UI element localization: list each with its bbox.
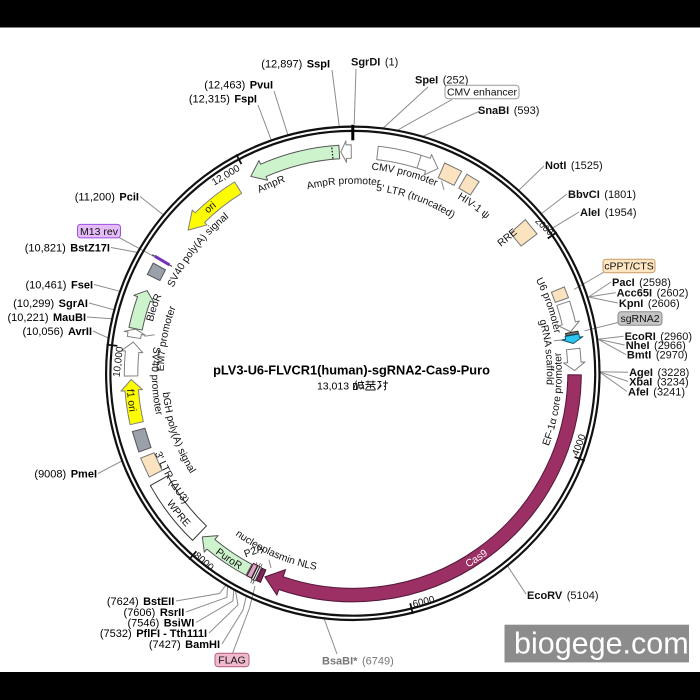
svg-text:(10,821)BstZ17I: (10,821)BstZ17I — [25, 242, 110, 254]
svg-text:Acc65I(2602): Acc65I(2602) — [617, 288, 689, 300]
svg-text:(10,461)FseI: (10,461)FseI — [26, 279, 94, 291]
svg-text:(7427)BamHI: (7427)BamHI — [149, 639, 220, 651]
svg-text:(11,200)PciI: (11,200)PciI — [75, 191, 139, 203]
svg-text:6000: 6000 — [412, 594, 437, 610]
svg-text:pLV3-U6-FLVCR1(human)-sgRNA2-C: pLV3-U6-FLVCR1(human)-sgRNA2-Cas9-Puro — [213, 363, 490, 378]
svg-text:XbaI(3234): XbaI(3234) — [629, 376, 689, 388]
svg-text:(7624)BstEII: (7624)BstEII — [107, 596, 174, 608]
svg-text:(12,897)SspI: (12,897)SspI — [261, 58, 330, 70]
svg-text:(7532)PflFI - Tth111I: (7532)PflFI - Tth111I — [100, 628, 207, 640]
svg-text:(7546)BsiWI: (7546)BsiWI — [127, 617, 194, 629]
svg-text:(10,221)MauBI: (10,221)MauBI — [8, 312, 86, 324]
svg-text:biogege.com: biogege.com — [514, 627, 689, 661]
svg-text:AfeI(3241): AfeI(3241) — [628, 386, 685, 398]
svg-text:(10,056)AvrII: (10,056)AvrII — [22, 326, 92, 338]
svg-text:10,000: 10,000 — [112, 346, 127, 378]
svg-text:(12,463)PvuI: (12,463)PvuI — [204, 79, 273, 91]
svg-text:EcoRI(2960): EcoRI(2960) — [625, 331, 692, 343]
svg-text:NotI(1525): NotI(1525) — [545, 160, 603, 172]
svg-text:SgrDI(1): SgrDI(1) — [351, 56, 398, 68]
svg-text:(12,315)FspI: (12,315)FspI — [189, 93, 257, 105]
svg-text:SpeI(252): SpeI(252) — [415, 74, 468, 86]
svg-text:KpnI(2606): KpnI(2606) — [619, 298, 680, 310]
svg-text:cPPT/CTS: cPPT/CTS — [604, 261, 654, 273]
svg-text:SnaBI(593): SnaBI(593) — [478, 105, 539, 117]
svg-text:PacI(2598): PacI(2598) — [612, 277, 671, 289]
svg-text:EcoRV(5104): EcoRV(5104) — [527, 590, 599, 602]
svg-text:AgeI(3228): AgeI(3228) — [629, 367, 689, 379]
svg-text:(9008)PmeI: (9008)PmeI — [34, 468, 97, 480]
svg-text:BbvCI(1801): BbvCI(1801) — [568, 189, 636, 201]
svg-text:f1 ori: f1 ori — [124, 389, 138, 413]
svg-text:M13 rev: M13 rev — [80, 226, 119, 238]
svg-text:sgRNA2: sgRNA2 — [620, 313, 659, 325]
svg-text:FLAG: FLAG — [218, 655, 245, 667]
svg-text:CMV enhancer: CMV enhancer — [447, 87, 518, 99]
svg-text:BmtI(2970): BmtI(2970) — [627, 350, 688, 362]
svg-text:(10,299)SgrAI: (10,299)SgrAI — [13, 298, 88, 310]
svg-text:13,013: 13,013 — [317, 381, 349, 393]
svg-text:NheI(2966): NheI(2966) — [626, 340, 686, 352]
svg-text:BsaBI*(6749): BsaBI*(6749) — [322, 655, 394, 667]
svg-text:AleI(1954): AleI(1954) — [580, 207, 636, 219]
svg-text:(7606)RsrII: (7606)RsrII — [124, 607, 185, 619]
